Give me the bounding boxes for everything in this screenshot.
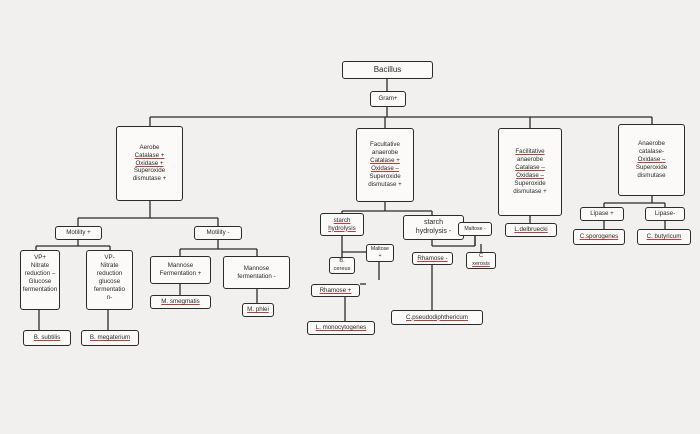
node-facilitative-anaerobe: Facilitative anaerobe Catalase – Oxidase… bbox=[498, 128, 562, 216]
node-starch-hydrolysis-negative: starch hydrolysis - bbox=[403, 215, 464, 240]
node-rhamose-negative: Rhamose - bbox=[412, 252, 453, 265]
node-maltose-negative: Maltose - bbox=[458, 222, 492, 236]
node-bacillus-text: Bacillus bbox=[373, 64, 402, 74]
node-lipase-negative: Lipase- bbox=[645, 207, 685, 221]
node-c-pseudodiphthericum: C.pseudodiphthericum bbox=[391, 310, 483, 325]
node-mannose-negative: Mannose fermentation - bbox=[223, 256, 290, 289]
node-c-sporogenes: C.sporogenes bbox=[573, 229, 625, 245]
node-gram-positive: Gram+ bbox=[370, 91, 406, 107]
node-b-subtilis: B. subtilis bbox=[23, 330, 71, 346]
node-facultative-anaerobe: Facultative anaerobe Catalase + Oxidase … bbox=[356, 128, 414, 202]
node-motility-positive: Motility + bbox=[55, 226, 102, 240]
node-m-smegmatis: M. smegmatis bbox=[150, 295, 211, 309]
node-b-cereus: B. cereus bbox=[329, 257, 355, 274]
node-m-phlei: M. phlei bbox=[242, 303, 274, 317]
node-bacillus: Bacillus bbox=[342, 61, 433, 79]
node-starch-hydrolysis-positive: starch hydrolysis bbox=[320, 213, 364, 236]
node-l-delbrueckii: L.delbruecki bbox=[505, 223, 557, 237]
node-aerobe: Aerobe Catalase + Oxidase + Superoxide d… bbox=[116, 126, 183, 201]
node-vp-positive: VP+ Nitrate reduction – Glucose fermenta… bbox=[20, 250, 60, 310]
node-rhamose-positive: Rhamose + bbox=[311, 284, 360, 297]
node-lipase-positive: Lipase + bbox=[580, 207, 624, 221]
node-mannose-positive: Mannose Fermentation + bbox=[150, 256, 211, 284]
node-maltose-positive: Maltose + bbox=[366, 244, 394, 262]
node-l-monocytogenes: L. monocytogenes bbox=[307, 321, 375, 335]
node-anaerobe: Anaerobe catalase- Oxidase – Superoxide … bbox=[618, 124, 685, 196]
node-vp-negative: VP- Nitrate reduction glucose fermentati… bbox=[86, 250, 133, 310]
node-motility-negative: Motility - bbox=[194, 226, 242, 240]
node-c-butyricum: C. butyricum bbox=[637, 229, 691, 245]
node-c-xerosis: C xerosis bbox=[466, 252, 496, 269]
node-b-megaterium: B. megaterium bbox=[81, 330, 139, 346]
